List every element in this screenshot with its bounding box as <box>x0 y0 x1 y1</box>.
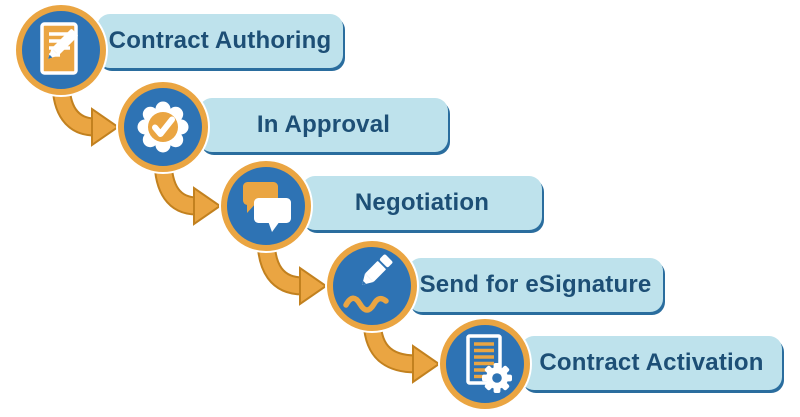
signature-pen-icon <box>327 241 417 331</box>
stage-label: Contract Activation <box>539 349 764 376</box>
gear-glyph <box>482 363 512 393</box>
stage-bar-contract-authoring: Contract Authoring <box>97 14 343 68</box>
contract-authoring-icon <box>16 5 106 95</box>
chat-bubbles-icon <box>221 161 311 251</box>
approval-badge-icon <box>118 82 208 172</box>
stage-label: Negotiation <box>354 189 490 216</box>
stage-bar-in-approval: In Approval <box>199 98 448 152</box>
stage-bar-send-for-esignature: Send for eSignature <box>408 258 663 312</box>
stage-label: Send for eSignature <box>419 271 652 298</box>
stage-label: In Approval <box>256 111 391 138</box>
document-gear-icon <box>440 319 530 409</box>
stage-bar-contract-activation: Contract Activation <box>521 336 782 390</box>
stage-label: Contract Authoring <box>108 27 332 54</box>
stage-bar-negotiation: Negotiation <box>302 176 542 230</box>
front-bubble <box>254 198 291 232</box>
